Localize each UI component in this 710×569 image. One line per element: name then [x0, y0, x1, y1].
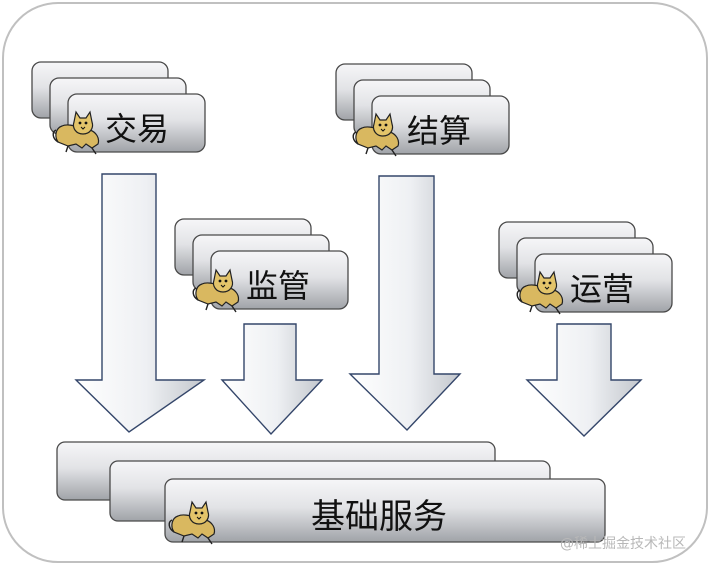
service-label-monitor: 监管 [246, 267, 311, 305]
arrow-monitor [220, 323, 324, 436]
base-service-stack [56, 441, 606, 545]
arrow-trade [74, 173, 207, 433]
base-service-label: 基础服务 [311, 497, 447, 537]
arrow-ops [525, 323, 643, 437]
service-label-trade: 交易 [105, 110, 170, 148]
arrow-settle [348, 175, 462, 431]
service-stack-monitor [174, 218, 349, 313]
watermark: @稀土掘金技术社区 [560, 536, 686, 552]
service-label-settle: 结算 [407, 112, 472, 150]
service-label-ops: 运营 [570, 270, 635, 308]
service-stack-trade [31, 61, 206, 155]
service-stack-settle [335, 63, 510, 157]
arrows [74, 173, 643, 437]
service-stack-ops [498, 221, 673, 315]
